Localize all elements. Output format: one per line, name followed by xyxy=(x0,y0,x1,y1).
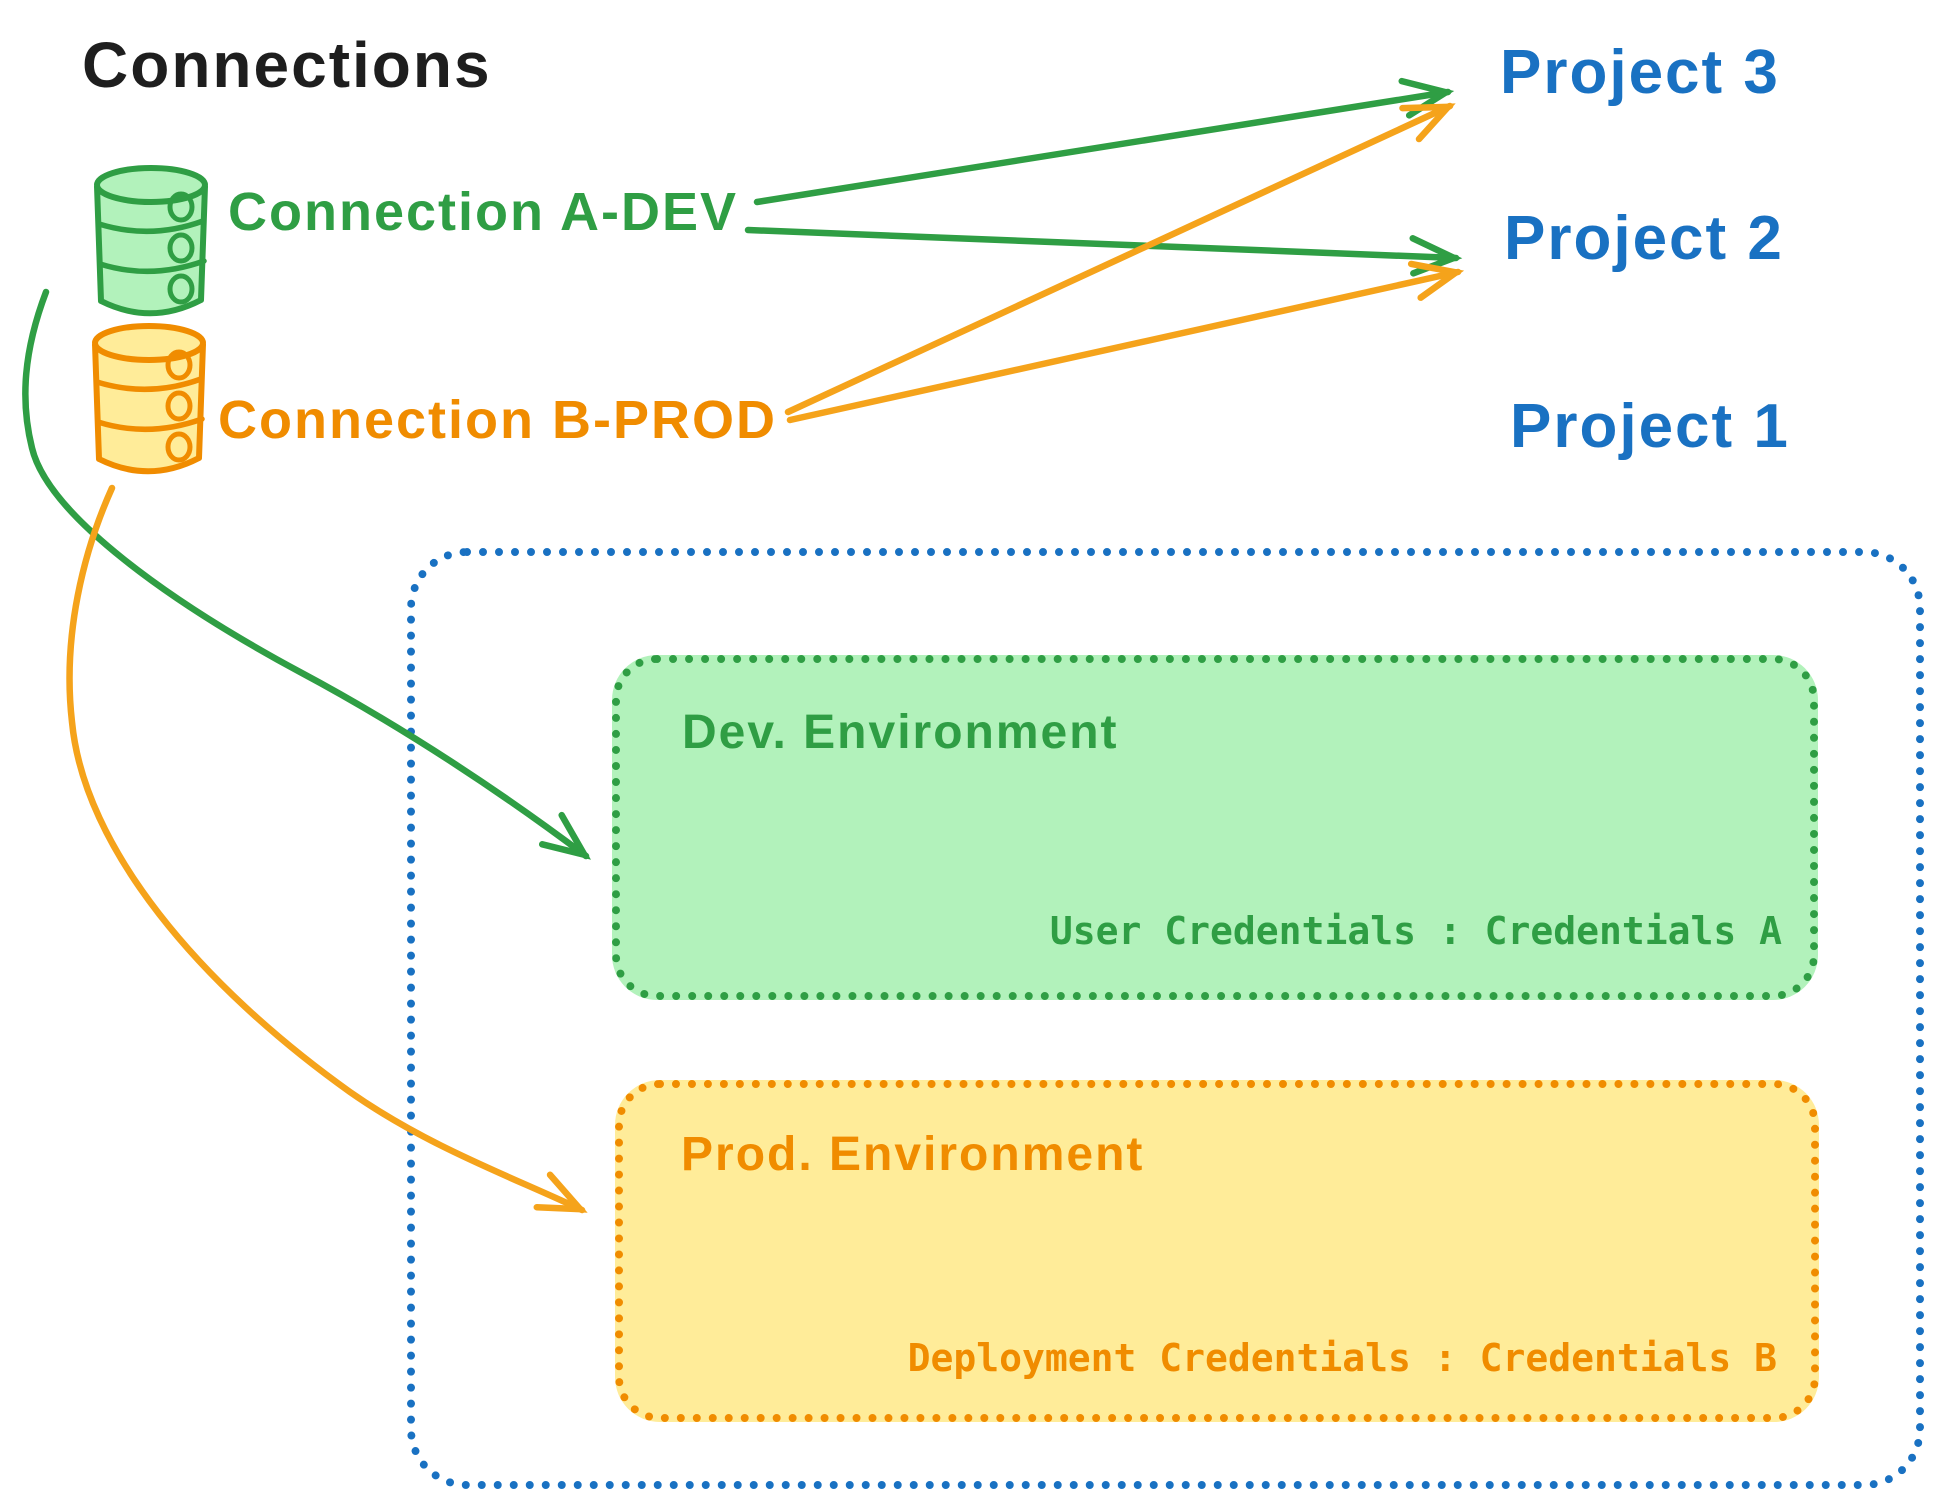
database-icon xyxy=(94,165,208,317)
project-1-label: Project 1 xyxy=(1510,392,1790,461)
diagram-title: Connections xyxy=(82,29,492,101)
dev-environment-credentials: User Credentials : Credentials A xyxy=(1049,909,1782,953)
prod-environment-box: Prod. Environment Deployment Credentials… xyxy=(615,1080,1819,1422)
connection-a-dev-label: Connection A-DEV xyxy=(228,182,738,242)
arrow-b-prod-to-project-3 xyxy=(784,102,1456,416)
prod-environment-credentials: Deployment Credentials : Credentials B xyxy=(907,1336,1777,1380)
arrow-b-prod-to-project-2 xyxy=(786,260,1465,424)
project-3-label: Project 3 xyxy=(1500,38,1780,107)
arrow-a-dev-to-project-2 xyxy=(744,226,1463,277)
dev-environment-box: Dev. Environment User Credentials : Cred… xyxy=(612,655,1818,1000)
connection-b-prod-label: Connection B-PROD xyxy=(218,390,777,450)
database-icon xyxy=(92,323,206,475)
project-2-label: Project 2 xyxy=(1504,204,1784,273)
arrow-a-dev-to-project-3 xyxy=(753,77,1455,206)
prod-environment-title: Prod. Environment xyxy=(681,1128,1145,1181)
dev-environment-title: Dev. Environment xyxy=(682,706,1119,759)
